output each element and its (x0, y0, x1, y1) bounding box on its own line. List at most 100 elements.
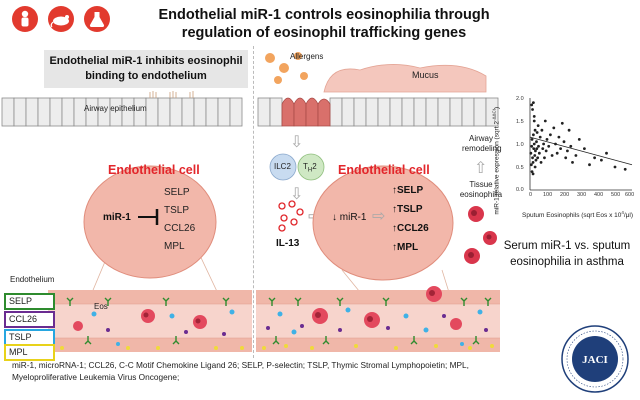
scatter-point (545, 138, 549, 141)
airway-remodeling-label: Airway remodeling (462, 134, 502, 153)
th2-label-t: T (303, 162, 308, 171)
left-gene-tslp: TSLP (164, 205, 190, 216)
right-gene-selp: ↑SELP (392, 185, 423, 196)
plot-x-label-sup: 4 (621, 210, 624, 215)
scatter-point (531, 161, 535, 164)
right-gene-mpl: ↑MPL (392, 242, 418, 253)
right-gene-ccl26-text: CCL26 (397, 223, 429, 234)
scatter-point (567, 128, 571, 132)
scatter-point (564, 156, 568, 160)
right-gene-mpl-text: MPL (397, 242, 419, 253)
mpl-up-arrow: ↑ (392, 242, 397, 253)
scatter-point (562, 140, 566, 144)
tissue-eosinophilia-label: Tissue eosinophilia (459, 180, 503, 199)
plot-y-label-text: miR-1 relative expression (sqrt 2 (493, 121, 501, 215)
right-endothelial-cell (312, 165, 454, 281)
tissue-eosinophils (464, 206, 497, 264)
inhibition-icon (138, 209, 159, 225)
legend-mpl: MPL (4, 344, 55, 361)
th2-label-sub: H (307, 167, 313, 174)
ilc2-cell (269, 153, 297, 181)
scatter-point (537, 144, 540, 148)
allergen-particles (265, 52, 308, 84)
legend-selp: SELP (4, 293, 55, 310)
scatter-point (534, 158, 538, 162)
y-tick: 1.0 (516, 142, 524, 148)
left-panel-caption: Endothelial miR-1 inhibits eosinophil bi… (44, 50, 248, 88)
left-gene-ccl26: CCL26 (164, 223, 196, 234)
left-gene-selp: SELP (164, 187, 190, 198)
plot-y-label-sup: -ΔΔCt (491, 109, 497, 122)
scatter-point (593, 156, 596, 160)
selp-up-arrow: ↑ (392, 185, 397, 196)
serum-caption: Serum miR-1 vs. sputum eosinophilia in a… (503, 240, 631, 268)
arrow-down-1: ⇩ (290, 134, 304, 151)
scatter-point (534, 149, 537, 153)
scatter-point (559, 147, 562, 150)
scatter-point (557, 135, 561, 139)
scatter-point (536, 156, 540, 160)
tslp-up-arrow: ↑ (392, 204, 397, 215)
flask-icon (84, 6, 110, 32)
scatter-point (532, 101, 535, 104)
right-mir1-label: ↓ miR-1 (332, 212, 366, 223)
scatter-point (530, 144, 534, 148)
right-gene-tslp: ↑TSLP (392, 204, 423, 215)
scatter-point (535, 140, 538, 144)
y-tick: 0.0 (516, 187, 524, 193)
il13-molecules (278, 200, 304, 232)
arrow-down-2: ⇩ (290, 186, 304, 203)
x-tick: 0 (529, 192, 533, 198)
mouse-icon (48, 6, 74, 32)
left-endothelial-cell (83, 165, 217, 279)
scatter-point (549, 133, 552, 137)
scatter-point (536, 124, 540, 127)
scatter-point (532, 133, 535, 137)
plot-x-label-tail: /μl) (623, 212, 634, 220)
left-gene-mpl: MPL (164, 241, 185, 252)
x-tick: 600 (625, 192, 635, 198)
scatter-point (530, 138, 534, 141)
mucus-label: Mucus (412, 70, 439, 80)
jaci-seal-logo: JACI (561, 325, 629, 393)
right-gene-ccl26: ↑CCL26 (392, 223, 429, 234)
trend-line (529, 136, 633, 166)
plot-y-label-tail: ) (493, 106, 501, 109)
plot-x-label: Sputum Eosinophils (sqrt Eos x 104/μl) (522, 210, 633, 219)
scatter-point (538, 135, 542, 139)
scatter-point (600, 158, 603, 162)
abbreviations-footer: miR-1, microRNA-1; CCL26, C-C Motif Chem… (12, 360, 469, 382)
mir1-down-arrow: ↓ (332, 212, 337, 223)
scatter-point (535, 147, 539, 150)
left-cell-title: Endothelial cell (108, 163, 200, 177)
scatter-point (605, 151, 608, 155)
arrow-up: ⇧ (474, 160, 488, 177)
y-tick: 0.5 (516, 165, 524, 171)
y-tick: 2.0 (516, 96, 524, 102)
figure-title: Endothelial miR-1 controls eosinophilia … (158, 7, 490, 41)
right-gene-tslp-text: TSLP (397, 204, 423, 215)
scatter-point (550, 154, 554, 157)
scatter-point (560, 121, 564, 125)
y-tick: 1.5 (516, 119, 524, 125)
human-icon (12, 6, 38, 32)
scatter-point (552, 126, 556, 130)
right-gene-selp-text: SELP (397, 185, 424, 196)
scatter-point (531, 108, 534, 111)
scatter-point (532, 115, 536, 118)
ilc2-label: ILC2 (274, 162, 291, 171)
scatter-point (531, 156, 534, 160)
plot-x-label-text: Sputum Eosinophils (sqrt Eos x 10 (522, 212, 622, 220)
scatter-point (539, 161, 543, 164)
scatter-point (541, 147, 545, 150)
ccl26-up-arrow: ↑ (392, 223, 397, 234)
arrow-right-inner: ⇨ (372, 208, 386, 225)
th2-label: TH2 (303, 162, 317, 174)
legend-ccl26: CCL26 (4, 311, 55, 328)
plot-y-label: miR-1 relative expression (sqrt 2-ΔΔCt) (491, 95, 500, 215)
scatter-point (532, 119, 536, 123)
right-airway-epithelium (257, 97, 499, 127)
scatter-point (555, 151, 559, 155)
left-mir1-label: miR-1 (103, 212, 131, 223)
svg-text:JACI: JACI (582, 354, 608, 366)
